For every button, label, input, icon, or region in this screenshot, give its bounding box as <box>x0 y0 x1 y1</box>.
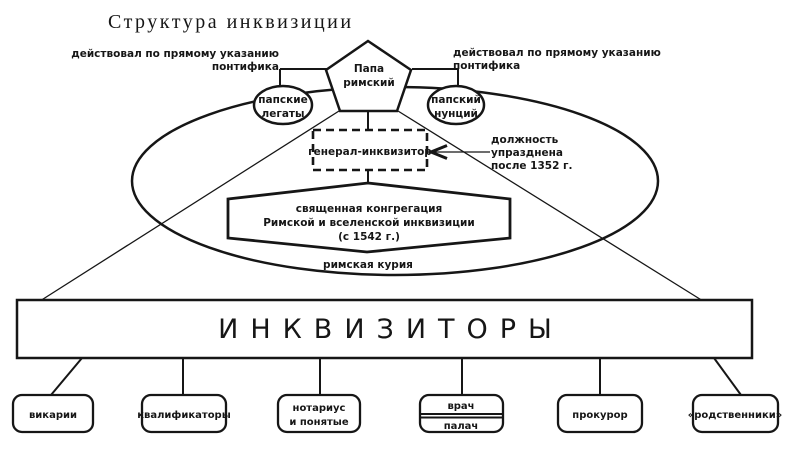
oval-papal-legates-line1: папские <box>258 94 307 106</box>
congregation-hexagon: священная конгрегация Римской и вселенск… <box>226 181 512 254</box>
box-relatives: «родственники» <box>688 393 782 434</box>
connector-left-diagonal <box>39 110 340 302</box>
pentagon-pope-line1: Папа <box>354 63 384 75</box>
oval-papal-nuncio: папский нунций <box>426 84 486 126</box>
general-inquisitor-box: генерал-инквизитор <box>308 128 432 172</box>
connector-right-diagonal <box>397 110 704 302</box>
abolished-note-line1: должность <box>491 134 559 146</box>
box-vicars: викарии <box>11 393 95 434</box>
oval-papal-legates-line2: легаты <box>262 108 305 120</box>
roman-curia-label: римская курия <box>323 259 413 271</box>
general-inquisitor-box-shape <box>311 128 429 172</box>
note-left-line2: понтифика <box>212 61 279 73</box>
pentagon-pope-shape <box>324 39 413 113</box>
general-inquisitor-label: генерал-инквизитор <box>308 146 432 158</box>
box-vicars-shape <box>11 393 95 434</box>
abolished-note: должность упразднена после 1352 г. <box>427 134 573 172</box>
box-doctor-label: врач <box>447 401 474 412</box>
abolished-arrow-left-icon <box>427 144 448 160</box>
oval-papal-nuncio-line1: папский <box>431 94 481 106</box>
note-right-line2: понтифика <box>453 60 520 72</box>
connector-relatives <box>713 357 742 396</box>
inquisitors-bar-label: ИНКВИЗИТОРЫ <box>218 314 564 345</box>
box-executioner-label: палач <box>444 421 479 432</box>
inquisitors-bar-shape <box>15 298 754 360</box>
box-notary-line1: нотариус <box>293 403 346 414</box>
oval-papal-legates: папские легаты <box>252 84 314 126</box>
box-procurator-shape <box>556 393 644 434</box>
congregation-line2: Римской и вселенской инквизиции <box>263 217 475 229</box>
box-relatives-shape <box>691 393 780 434</box>
connector-vicars <box>50 357 83 396</box>
box-relatives-label: «родственники» <box>688 410 782 421</box>
congregation-line3: (с 1542 г.) <box>338 231 400 243</box>
abolished-note-line2: упразднена <box>491 147 563 159</box>
box-procurator: прокурор <box>556 393 644 434</box>
box-notary-line2: и понятые <box>289 417 348 428</box>
inquisitors-bar: ИНКВИЗИТОРЫ <box>15 298 754 360</box>
box-vicars-label: викарии <box>29 410 77 421</box>
congregation-line1: священная конгрегация <box>296 203 443 215</box>
box-qualifiers: квалификаторы <box>137 393 231 434</box>
note-right: действовал по прямому указанию понтифика <box>453 47 661 72</box>
box-doctor-executioner: врач палач <box>418 393 505 434</box>
box-procurator-label: прокурор <box>572 410 627 421</box>
page-title: Структура инквизиции <box>108 11 354 33</box>
box-notary-witnesses: нотариус и понятые <box>276 393 362 434</box>
note-right-line1: действовал по прямому указанию <box>453 47 661 59</box>
oval-papal-nuncio-shape <box>426 84 486 126</box>
box-qualifiers-shape <box>140 393 228 434</box>
congregation-hexagon-shape <box>226 181 512 254</box>
box-qualifiers-label: квалификаторы <box>137 409 231 421</box>
note-left-line1: действовал по прямому указанию <box>71 48 279 60</box>
pentagon-pope-line2: римский <box>343 77 395 89</box>
note-left: действовал по прямому указанию понтифика <box>71 48 279 73</box>
pentagon-pope: Папа римский <box>324 39 413 113</box>
oval-papal-nuncio-line2: нунций <box>434 108 478 120</box>
box-notary-witnesses-shape <box>276 393 362 434</box>
abolished-note-line3: после 1352 г. <box>491 160 573 172</box>
oval-papal-legates-shape <box>252 84 314 126</box>
